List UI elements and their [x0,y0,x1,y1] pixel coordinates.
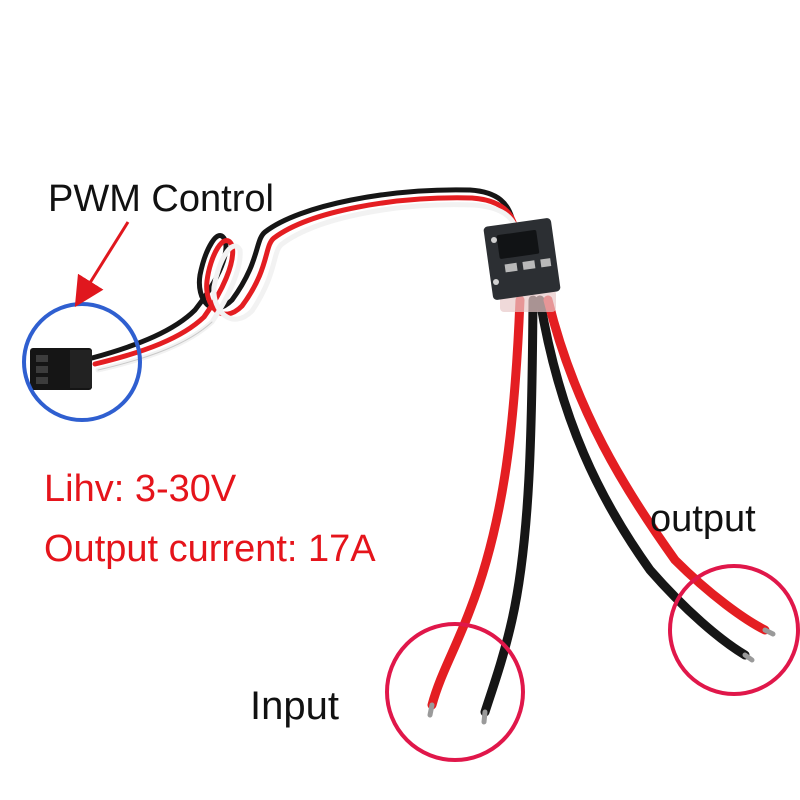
input-highlight-circle [385,622,525,762]
pwm-signal-cable [89,187,518,373]
arrow-icon [74,221,130,308]
pwm-control-label: PWM Control [48,178,274,220]
pwm-module-board [483,218,561,312]
voltage-spec-text: Lihv: 3-30V [44,468,237,510]
power-wires [427,295,770,717]
output-label: output [650,498,756,540]
current-spec-text: Output current: 17A [44,528,376,570]
wire-tips [427,627,776,725]
output-highlight-circle [668,564,800,696]
servo-connector-icon [30,348,92,390]
input-label: Input [250,684,339,728]
